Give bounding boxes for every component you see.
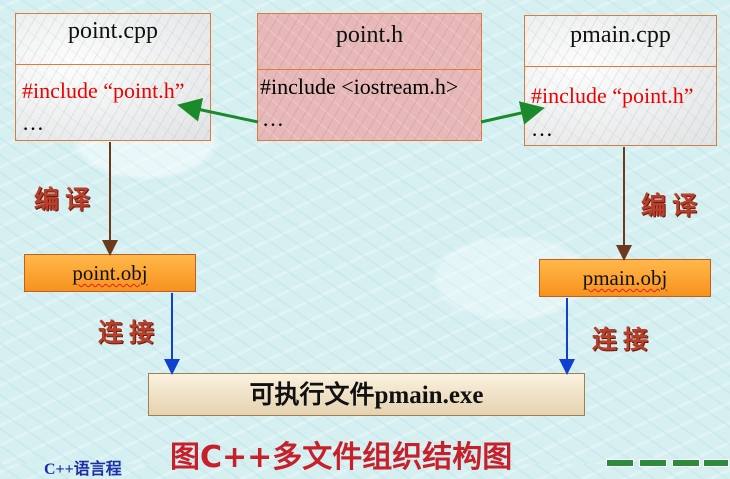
point-obj-label: point.obj: [72, 261, 148, 285]
footer-course-title: C++语言程: [44, 461, 122, 478]
pmain-cpp-title: pmain.cpp: [570, 22, 671, 48]
point-cpp-include: #include “point.h”: [22, 78, 185, 103]
connector-layer: [102, 98, 632, 375]
point-h-box: point.h #include <iostream.h> …: [257, 13, 482, 141]
point-cpp-ellipsis: …: [22, 110, 44, 135]
point-cpp-title: point.cpp: [68, 18, 158, 44]
compile-label-right: 编译: [641, 191, 704, 220]
point-cpp-box: point.cpp #include “point.h” …: [15, 13, 211, 141]
point-obj-box: point.obj: [24, 254, 196, 292]
nav-prev-button[interactable]: [639, 459, 667, 467]
executable-box: 可执行文件pmain.exe: [148, 373, 585, 416]
include-arrow-left: [177, 98, 259, 124]
point-h-divider: [258, 69, 481, 70]
compile-label-left: 编译: [34, 185, 97, 214]
point-h-include: #include <iostream.h>: [260, 74, 459, 99]
nav-last-button[interactable]: [703, 459, 729, 467]
point-h-title: point.h: [335, 22, 404, 48]
nav-next-button[interactable]: [672, 459, 700, 467]
point-h-ellipsis: …: [262, 106, 284, 131]
pmain-cpp-include: #include “point.h”: [531, 83, 694, 108]
point-cpp-divider: [16, 64, 210, 65]
pmain-cpp-divider: [525, 66, 716, 67]
link-label-left: 连接: [98, 318, 161, 347]
link-label-right: 连接: [592, 325, 655, 354]
executable-label: 可执行文件pmain.exe: [249, 382, 484, 409]
pmain-obj-box: pmain.obj: [539, 259, 711, 297]
include-arrow-right: [480, 101, 545, 125]
nav-first-button[interactable]: [606, 459, 634, 467]
pmain-cpp-box: pmain.cpp #include “point.h” …: [524, 15, 717, 146]
diagram-caption: 图C++多文件组织结构图: [170, 440, 513, 475]
pmain-obj-label: pmain.obj: [582, 266, 668, 290]
